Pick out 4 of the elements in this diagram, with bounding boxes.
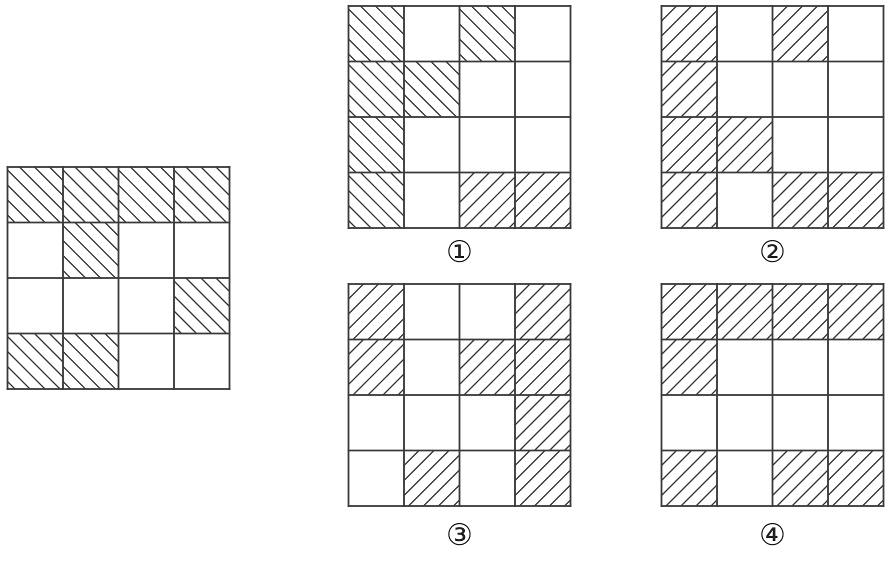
option-number: ① [446, 238, 473, 268]
option-number: ④ [759, 521, 786, 551]
option-number: ③ [446, 521, 473, 551]
option-number: ② [759, 238, 786, 268]
